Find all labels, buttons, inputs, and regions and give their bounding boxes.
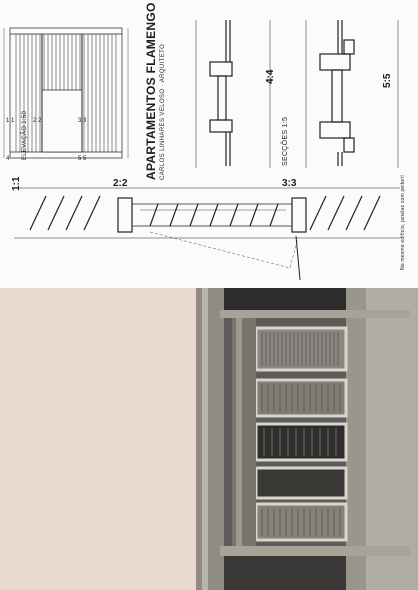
plan-hatching xyxy=(29,195,381,231)
cut-label-4: 4:4 xyxy=(265,69,276,84)
elevation-mark-4: 4 xyxy=(6,156,10,162)
sections-scale-label: SECÇÕES 1:5 xyxy=(282,116,289,166)
architect-credit: CARLOS LINHARES VELOSO · ARQUITETO xyxy=(160,43,166,180)
lower-slab xyxy=(220,546,410,556)
elevation-outline xyxy=(9,27,123,159)
elevation-mark-1: 1 1 xyxy=(6,118,15,124)
drawing-footnote: No mesmo edifício, janelas com peitoril xyxy=(400,175,406,270)
cut-label-2: 2:2 xyxy=(113,178,128,189)
window-jamb xyxy=(232,318,256,546)
elevation-mark-5: 5 5 xyxy=(78,156,87,162)
left-column xyxy=(196,288,224,590)
upper-slab xyxy=(220,310,410,318)
section-55-profile xyxy=(319,20,355,166)
elevation-mark-3: 3 3 xyxy=(78,118,87,124)
architectural-drawing: APARTAMENTOS FLAMENGO CARLOS LINHARES VE… xyxy=(0,0,418,288)
drawing-title: APARTAMENTOS FLAMENGO xyxy=(144,2,158,180)
drawing-linework xyxy=(3,20,400,281)
elevation-opening xyxy=(41,89,83,153)
cut-label-1: 1:1 xyxy=(11,176,22,191)
facade-photo-render xyxy=(196,288,418,590)
building-facade-photo xyxy=(196,288,418,590)
cut-label-3: 3:3 xyxy=(282,178,297,189)
cut-label-5: 5:5 xyxy=(382,73,393,88)
section-44-profile xyxy=(209,20,233,166)
elevation-mark-2: 2 2 xyxy=(33,118,42,124)
elevation-slats xyxy=(15,34,117,152)
elevation-scale-label: ELEVAÇÃO 1:50 xyxy=(22,110,28,160)
blank-page-panel xyxy=(0,288,196,590)
louver-slats xyxy=(261,332,341,536)
